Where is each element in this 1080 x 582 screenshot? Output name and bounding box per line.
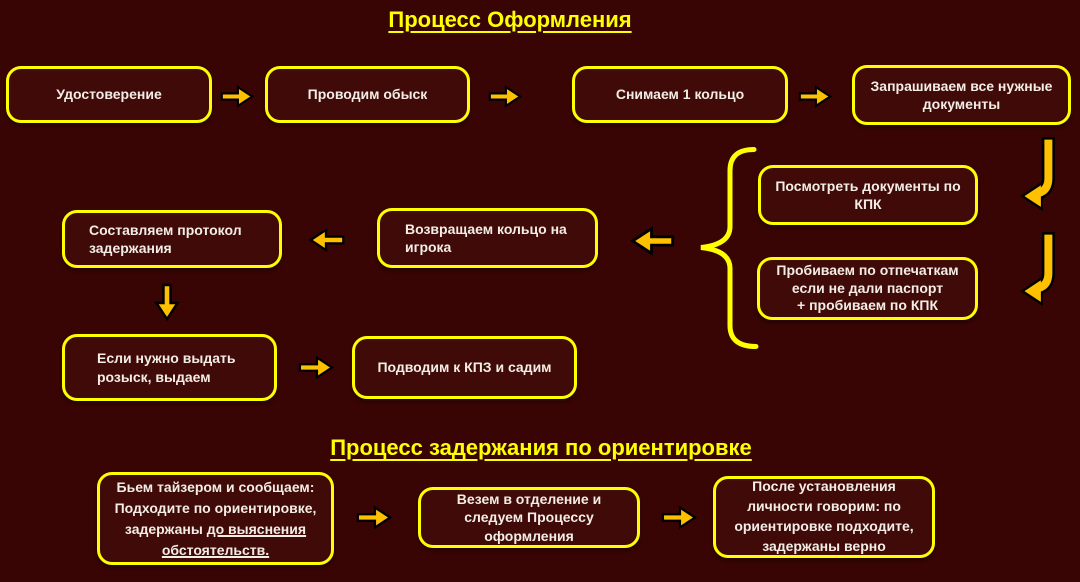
- step-zaprashivaem-dokumenty: Запрашиваем все нужные документы: [852, 65, 1071, 125]
- arrow-right-icon: [798, 86, 832, 107]
- step-label-line1: Бьем тайзером и сообщаем:: [116, 478, 315, 495]
- step-label-line4: обстоятельств.: [161, 541, 270, 558]
- step-vozvrashchaem-kolco: Возвращаем кольцо на игрока: [377, 208, 598, 268]
- arrow-right-icon: [488, 86, 522, 107]
- step-obysk: Проводим обыск: [265, 66, 470, 123]
- step-label: Если нужно выдать розыск, выдаем: [97, 350, 236, 385]
- arrow-left-icon: [309, 228, 345, 252]
- step-label: Проводим обыск: [307, 86, 428, 103]
- step-label: Снимаем 1 кольцо: [615, 86, 745, 103]
- step-kpz: Подводим к КПЗ и садим: [352, 336, 577, 399]
- step-label: Подводим к КПЗ и садим: [377, 359, 552, 376]
- step-label: Составляем протокол задержания: [89, 221, 242, 256]
- step-label: Пробиваем по отпечаткам если не дали пас…: [776, 245, 958, 333]
- arrow-left-icon: [631, 227, 675, 255]
- step-snimaem-kolco: Снимаем 1 кольцо: [572, 66, 788, 123]
- step-label: Бьем тайзером и сообщаем: Подходите по о…: [115, 477, 317, 561]
- step-posle-ustanovleniya: После установления личности говорим: по …: [713, 476, 935, 558]
- secondary-title: Процесс задержания по ориентировке: [0, 435, 1080, 461]
- arrow-down-icon: [155, 283, 179, 321]
- curved-down-left-arrow-icon: [1017, 232, 1061, 307]
- step-label: После установления личности говорим: по …: [734, 478, 914, 554]
- left-curly-brace-icon: [700, 147, 759, 349]
- step-rozysk: Если нужно выдать розыск, выдаем: [62, 334, 277, 401]
- step-udostoverenie: Удостоверение: [6, 66, 212, 123]
- step-label-part2: + пробиваем по КПК: [797, 297, 938, 314]
- secondary-title-text: Процесс задержания по ориентировке: [330, 435, 752, 460]
- step-vezem: Везем в отделение и следуем Процессу офо…: [418, 487, 640, 548]
- step-label-line2: Подходите по ориентировке,: [114, 499, 317, 516]
- main-title: Процесс Оформления: [0, 7, 1020, 33]
- step-tazer: Бьем тайзером и сообщаем: Подходите по о…: [97, 472, 334, 565]
- arrow-right-icon: [220, 86, 254, 107]
- step-label: Посмотреть документы по КПК: [775, 177, 961, 212]
- step-posmotret-kpk: Посмотреть документы по КПК: [758, 165, 978, 225]
- curved-down-left-arrow-icon: [1017, 137, 1061, 212]
- step-label-line3: задержаны до выяснения: [124, 520, 307, 537]
- step-probivaem-otpechatki: Пробиваем по отпечаткам если не дали пас…: [757, 257, 978, 320]
- main-title-text: Процесс Оформления: [388, 7, 632, 32]
- step-label: Удостоверение: [56, 86, 162, 103]
- step-label: Запрашиваем все нужные документы: [870, 77, 1053, 112]
- arrow-right-icon: [661, 506, 697, 529]
- step-label: Везем в отделение и следуем Процессу офо…: [456, 490, 602, 544]
- arrow-right-icon: [298, 356, 334, 379]
- step-label-part1: Пробиваем по отпечаткам если не дали пас…: [776, 262, 959, 296]
- step-label: Возвращаем кольцо на игрока: [405, 220, 567, 255]
- arrow-right-icon: [356, 506, 392, 529]
- step-protokol: Составляем протокол задержания: [62, 210, 282, 268]
